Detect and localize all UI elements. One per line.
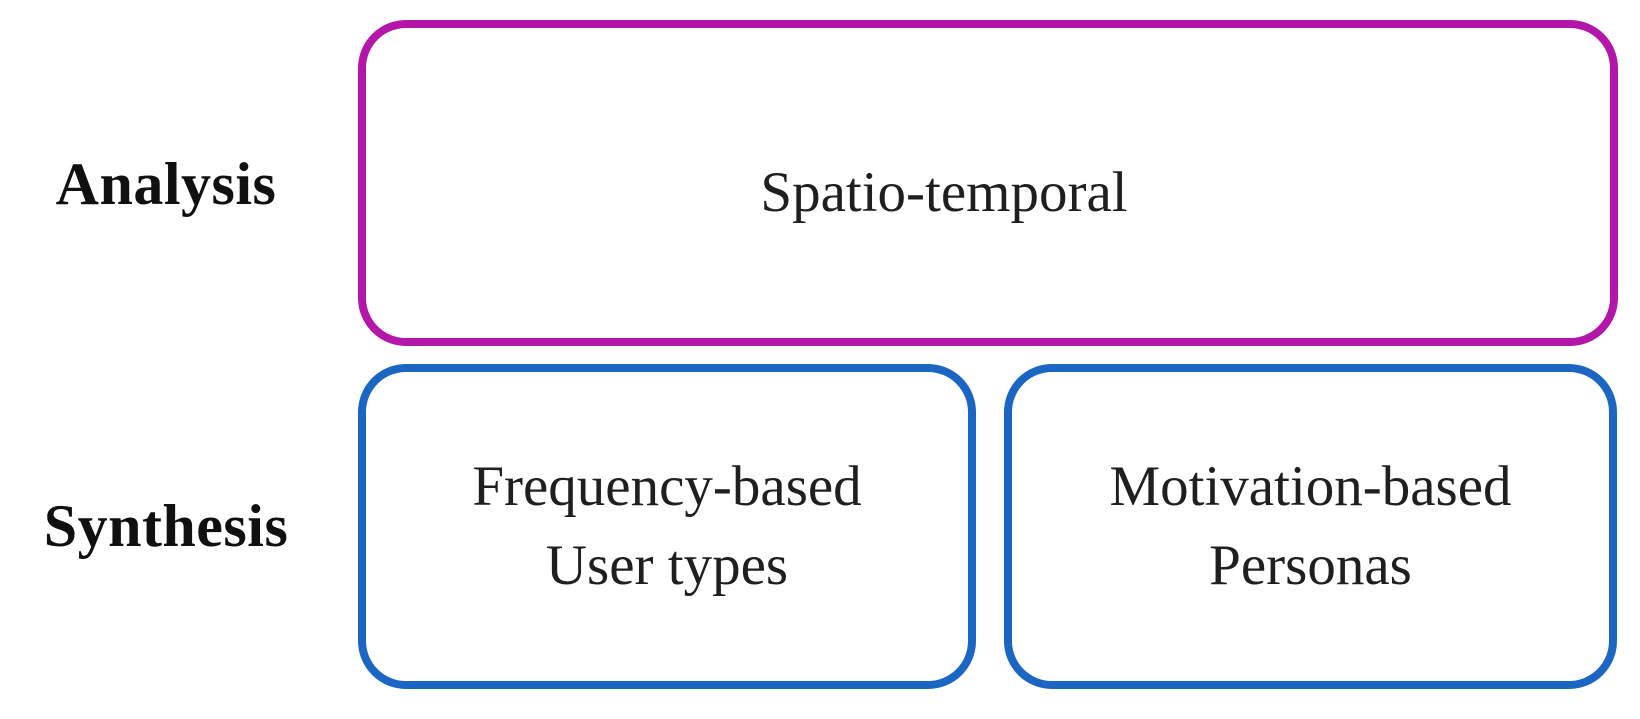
analysis-row-label: Analysis — [55, 150, 277, 217]
motivation-based-box-text-line2: Personas — [1209, 533, 1412, 597]
motivation-based-personas-box: Motivation-based Personas — [1004, 364, 1617, 689]
frequency-based-box-text-line2: User types — [545, 533, 789, 597]
frequency-based-box-text-line1: Frequency-based — [472, 454, 862, 518]
spatio-temporal-box-text: Spatio-temporal — [760, 160, 1128, 224]
spatio-temporal-box: Spatio-temporal — [358, 20, 1618, 346]
frequency-based-user-types-box: Frequency-based User types — [358, 364, 976, 689]
synthesis-row-label: Synthesis — [43, 493, 289, 559]
motivation-based-box-text-line1: Motivation-based — [1109, 454, 1512, 518]
